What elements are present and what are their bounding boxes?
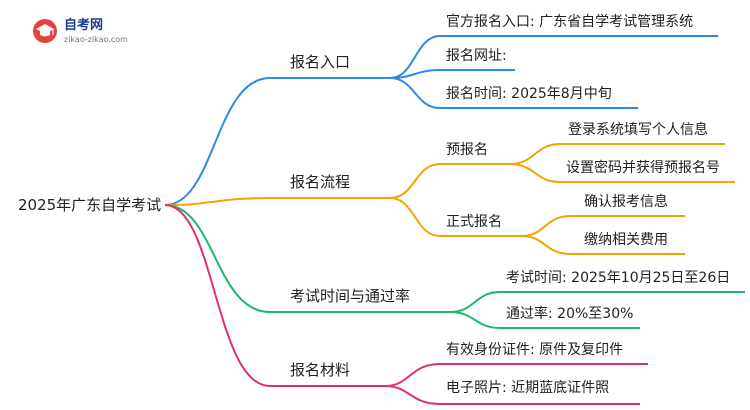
node-set-password: 设置密码并获得预报名号 — [566, 160, 720, 176]
logo-subtitle: zikao-zikao.com — [64, 35, 128, 44]
connector-b2-c2-g1 — [521, 215, 571, 237]
node-formal-signup: 正式报名 — [446, 214, 502, 230]
logo-title: 自考网 — [64, 18, 104, 33]
graduation-cap-icon — [33, 19, 57, 43]
connector-b1-c3 — [389, 77, 441, 109]
connector-root-branch-2 — [164, 197, 271, 206]
connector-b2-c1 — [389, 163, 441, 199]
node-signup-time: 报名时间: 2025年8月中旬 — [446, 86, 612, 102]
connector-b2-c2-g2 — [521, 235, 571, 255]
site-logo: 自考网 zikao-zikao.com — [32, 18, 152, 50]
node-pre-signup: 预报名 — [446, 142, 488, 158]
connector-root-branch-3 — [164, 204, 271, 313]
root-topic: 2025年广东自学考试 — [18, 196, 162, 214]
connector-b3-c2 — [449, 311, 501, 329]
connector-b4-c2 — [384, 385, 441, 405]
node-photo: 电子照片: 近期蓝底证件照 — [446, 380, 610, 396]
node-pay-fees: 缴纳相关费用 — [584, 232, 668, 248]
node-pass-rate: 通过率: 20%至30% — [506, 306, 634, 322]
branch-signup-process: 报名流程 — [290, 173, 351, 191]
connector-root-branch-1 — [164, 77, 271, 206]
connector-b3-c1 — [449, 291, 501, 313]
node-signup-url: 报名网址: — [446, 48, 507, 64]
connector-b1-c2 — [389, 69, 441, 79]
node-confirm-info: 确认报考信息 — [584, 194, 668, 210]
connector-root-branch-4 — [164, 204, 271, 387]
connector-b1-c1 — [389, 35, 441, 79]
connector-b2-c2 — [389, 197, 441, 237]
node-fill-personal-info: 登录系统填写个人信息 — [568, 122, 708, 138]
branch-exam-time-pass-rate: 考试时间与通过率 — [290, 287, 411, 305]
node-id-document: 有效身份证件: 原件及复印件 — [446, 342, 624, 358]
node-official-entrance: 官方报名入口: 广东省自学考试管理系统 — [446, 14, 694, 30]
branch-signup-entrance: 报名入口 — [290, 53, 351, 71]
branch-signup-materials: 报名材料 — [290, 361, 351, 379]
node-exam-time: 考试时间: 2025年10月25日至26日 — [506, 270, 731, 286]
connector-b2-c1-g2 — [509, 163, 561, 183]
connector-b2-c1-g1 — [509, 143, 561, 165]
connector-b4-c1 — [384, 363, 441, 387]
